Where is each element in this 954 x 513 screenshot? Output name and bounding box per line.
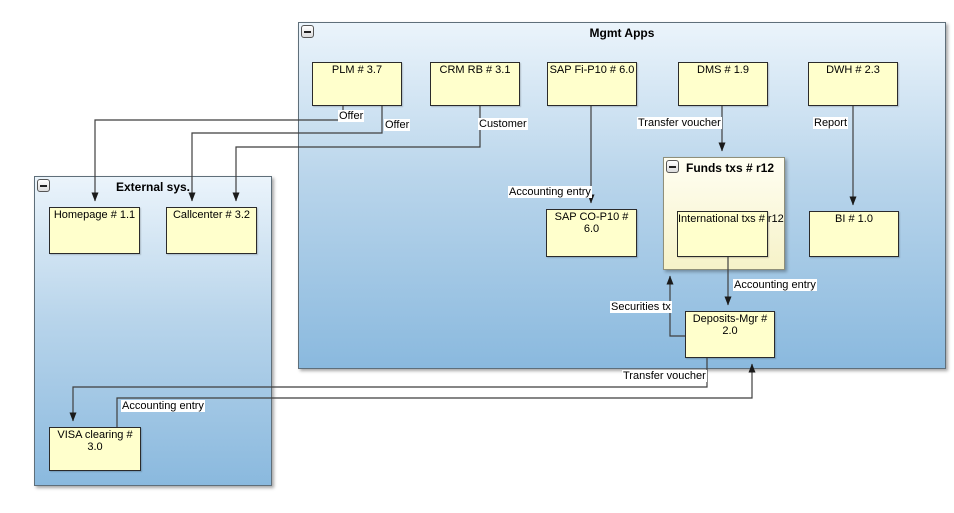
edge-label-transfer-voucher-visa: Transfer voucher [622, 370, 707, 382]
edge-label-report: Report [813, 117, 849, 129]
collapse-icon[interactable] [301, 25, 314, 38]
collapse-icon[interactable] [37, 179, 50, 192]
edge-visa-accounting-deposits[interactable] [116, 363, 756, 427]
node-visa-clearing[interactable]: VISA clearing # 3.0 [49, 427, 141, 471]
node-international-txs[interactable]: International txs # r12 [677, 211, 784, 257]
edge-plm-offer-callcenter[interactable] [188, 106, 383, 202]
edge-label-securities-tx: Securities tx [610, 301, 672, 313]
edge-label-offer-2: Offer [384, 119, 411, 131]
node-callcenter[interactable]: Callcenter # 3.2 [166, 207, 257, 254]
node-dms[interactable]: DMS # 1.9 [678, 62, 768, 106]
edge-label-customer: Customer [478, 118, 528, 130]
node-bi[interactable]: BI # 1.0 [809, 211, 899, 257]
node-dwh[interactable]: DWH # 2.3 [808, 62, 898, 106]
node-deposits-mgr[interactable]: Deposits-Mgr # 2.0 [685, 311, 775, 358]
collapse-icon[interactable] [666, 160, 679, 173]
node-crm-rb[interactable]: CRM RB # 3.1 [430, 62, 520, 106]
edge-label-offer-1: Offer [338, 110, 365, 122]
edge-deposits-transfer-visa[interactable] [69, 358, 708, 422]
node-sap-co[interactable]: SAP CO-P10 # 6.0 [546, 209, 637, 257]
edge-label-accounting-entry-deposits: Accounting entry [733, 279, 817, 291]
edge-deposits-securities-funds[interactable] [666, 275, 685, 337]
container-title-external-sys: External sys. [115, 180, 191, 194]
node-plm[interactable]: PLM # 3.7 [312, 62, 402, 106]
node-homepage[interactable]: Homepage # 1.1 [49, 207, 140, 254]
minus-icon [304, 30, 311, 33]
minus-icon [669, 165, 676, 168]
edge-label-accounting-entry-sap: Accounting entry [508, 186, 592, 198]
container-title-funds-txs: Funds txs # r12 [685, 161, 775, 175]
edge-label-accounting-entry-visa: Accounting entry [121, 400, 205, 412]
edge-label-transfer-voucher-dms: Transfer voucher [637, 117, 722, 129]
minus-icon [40, 184, 47, 187]
container-title-mgmt-apps: Mgmt Apps [589, 26, 655, 40]
node-sap-fi[interactable]: SAP Fi-P10 # 6.0 [547, 62, 637, 106]
